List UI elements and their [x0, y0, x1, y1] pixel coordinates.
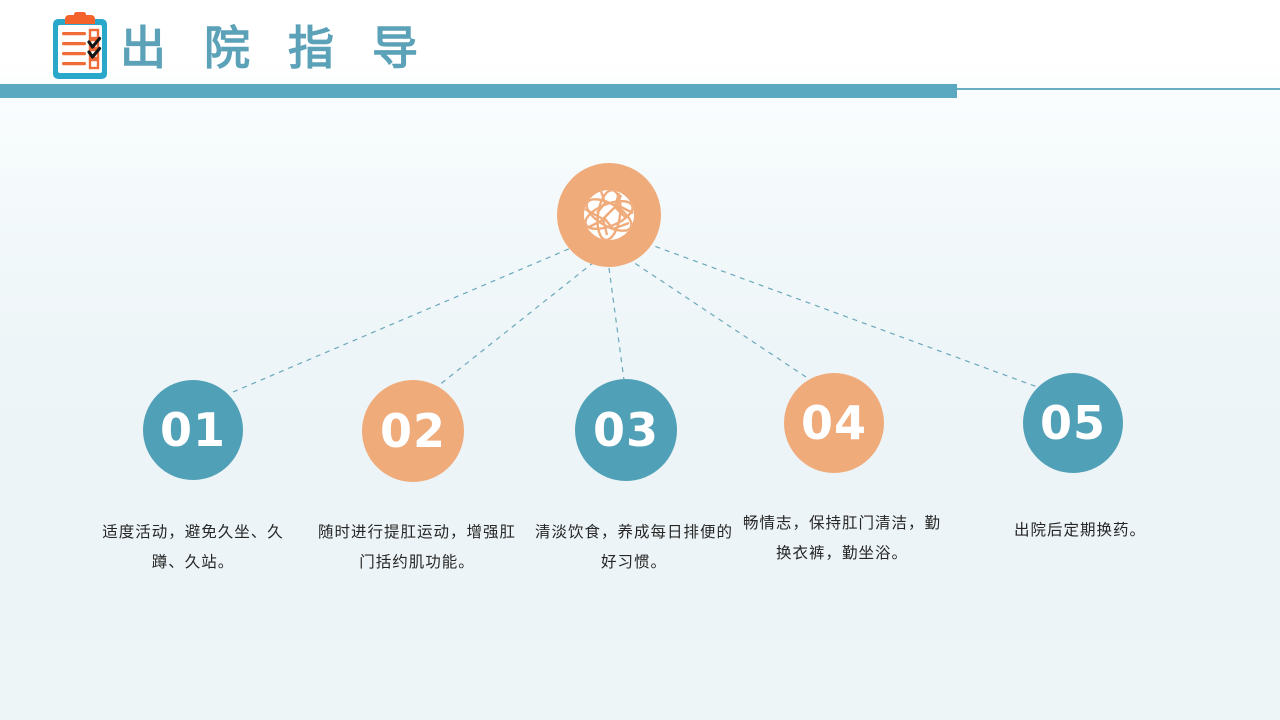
connector-line-4 — [626, 257, 819, 386]
header-accent-rule — [957, 88, 1280, 90]
connector-line-5 — [645, 242, 1041, 389]
slide-header: 出 院 指 导 — [0, 0, 1280, 98]
diagram-caption-05: 出院后定期换药。 — [1013, 521, 1146, 539]
diagram-hub-node[interactable] — [557, 163, 661, 267]
header-accent-bar — [0, 84, 957, 98]
connector-line-3 — [608, 267, 625, 381]
diagram-node-05[interactable]: 05 — [1023, 373, 1123, 473]
connector-line-1 — [232, 244, 579, 393]
diagram-node-01[interactable]: 01 — [143, 380, 243, 480]
clipboard-checklist-icon — [51, 12, 109, 82]
diagram-caption-01: 适度活动，避免久坐、久蹲、久站。 — [102, 523, 284, 571]
diagram-caption-04: 畅情志，保持肛门清洁，勤换衣裤，勤坐浴。 — [742, 514, 941, 562]
diagram-caption-03: 清淡饮食，养成每日排便的好习惯。 — [534, 523, 733, 571]
diagram-node-03[interactable]: 03 — [575, 379, 677, 481]
globe-network-icon — [584, 190, 634, 240]
connector-line-2 — [432, 261, 595, 391]
diagram-caption-02: 随时进行提肛运动，增强肛门括约肌功能。 — [317, 523, 516, 571]
diagram-node-02[interactable]: 02 — [362, 380, 464, 482]
page-title: 出 院 指 导 — [120, 21, 430, 75]
diagram-node-04[interactable]: 04 — [784, 373, 884, 473]
